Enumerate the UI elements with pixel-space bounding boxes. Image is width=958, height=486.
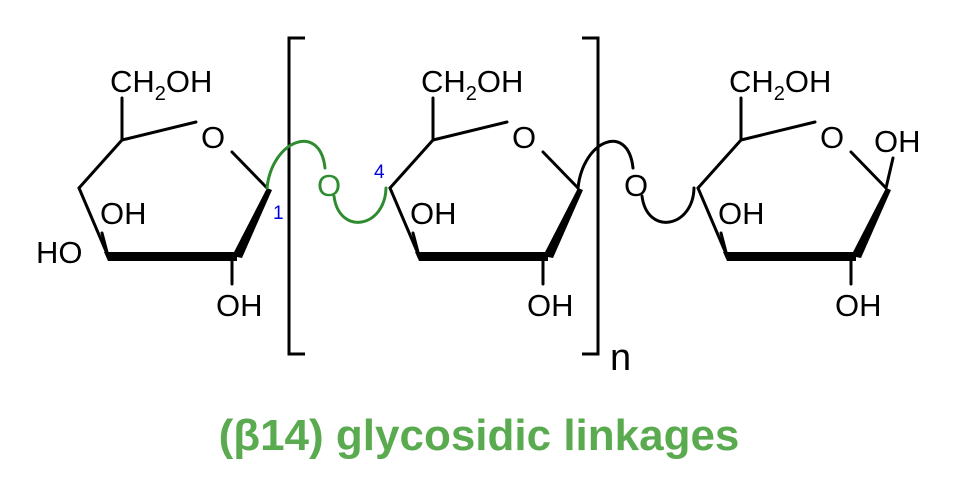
ch2oh-label: CH2OH [110, 64, 212, 105]
ring-oxygen-label: O [820, 120, 844, 155]
glucose-residue-1: CH2OH O OH HO OH [36, 64, 272, 323]
linkage-oxygen-label: O [624, 168, 648, 203]
ch2oh-label: CH2OH [729, 64, 831, 105]
c2-hydroxyl-label: OH [216, 288, 263, 323]
c3-hydroxyl-label: OH [410, 196, 457, 231]
glycosidic-linkage-2: O [578, 141, 694, 222]
figure-caption: (β1 4) glycosidic linkages [219, 411, 740, 460]
c3-hydroxyl-label: OH [100, 196, 147, 231]
ch2oh-label: CH2OH [421, 64, 523, 105]
repeat-count-label: n [610, 337, 631, 379]
locant-c1: 1 [273, 203, 284, 224]
glucose-residue-3: CH2OH O OH OH OH [698, 64, 921, 323]
glucose-residue-2: CH2OH O OH OH [390, 64, 583, 323]
ring-oxygen-label: O [512, 120, 536, 155]
ring-oxygen-label: O [201, 120, 225, 155]
c2-hydroxyl-label: OH [835, 288, 882, 323]
linkage-oxygen-label: O [317, 168, 341, 203]
glycosidic-linkage-1: O 1 4 [267, 141, 386, 224]
locant-c4: 4 [374, 162, 385, 183]
anomeric-hydroxyl-label: OH [874, 124, 921, 159]
c2-hydroxyl-label: OH [527, 288, 574, 323]
c3-hydroxyl-label: OH [718, 196, 765, 231]
c4-hydroxyl-label: HO [36, 235, 83, 270]
repeat-bracket-right [582, 38, 598, 354]
repeat-bracket-left [289, 38, 305, 354]
